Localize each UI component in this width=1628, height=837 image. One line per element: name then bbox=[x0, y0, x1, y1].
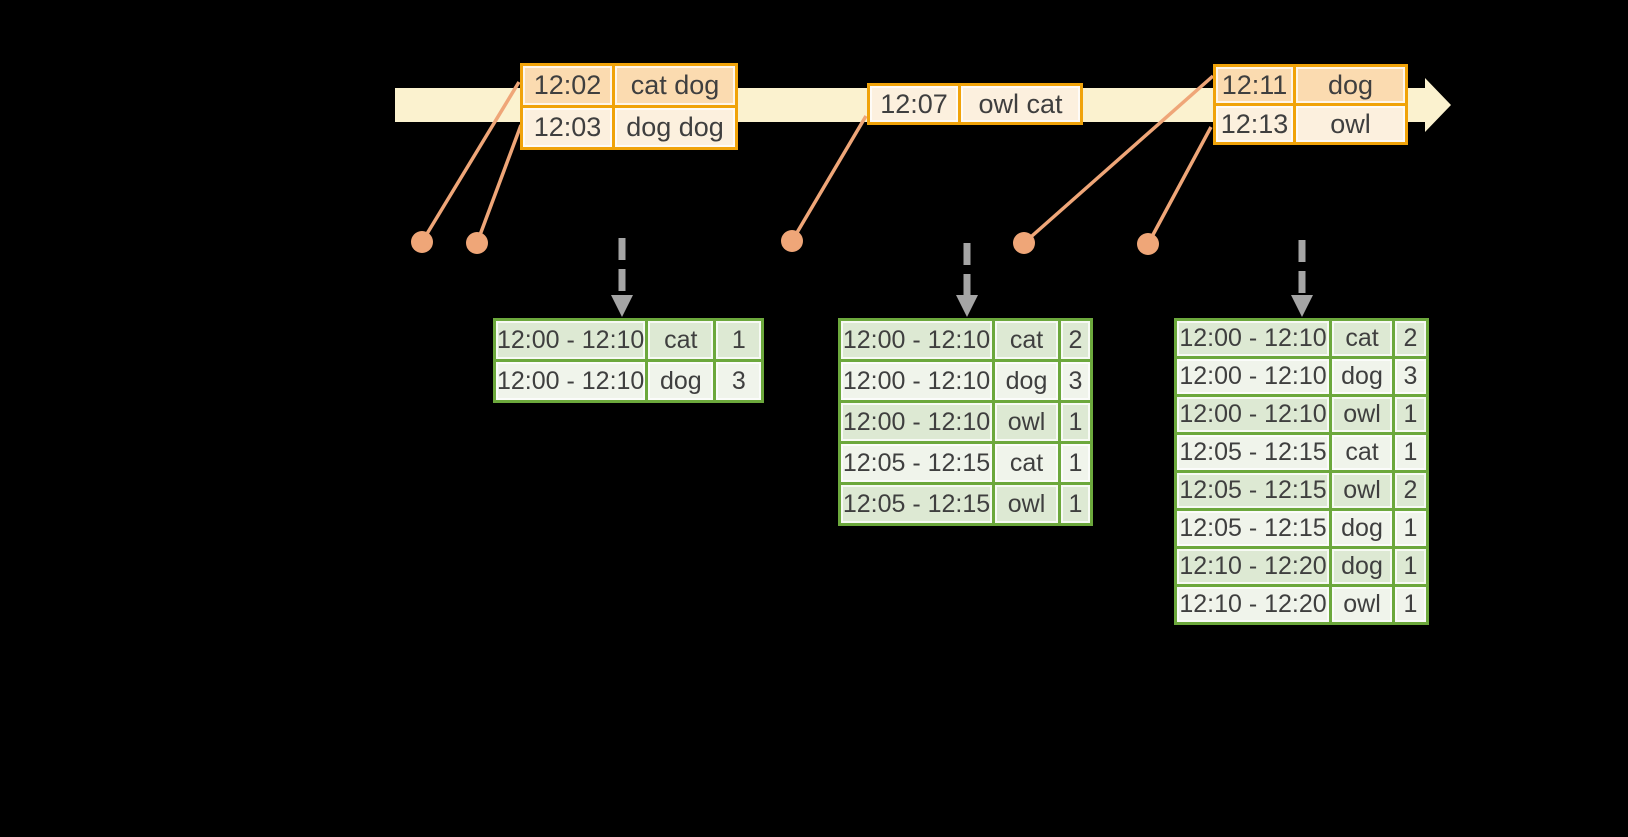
cell-window: 12:05 - 12:15 bbox=[1174, 508, 1332, 549]
cell-count: 1 bbox=[1392, 394, 1429, 435]
cell-count: 1 bbox=[1392, 584, 1429, 625]
cell-time: 12:07 bbox=[867, 83, 961, 125]
timeline-arrowhead-icon bbox=[1425, 78, 1451, 132]
cell-word: cat bbox=[1329, 318, 1395, 359]
cell-window: 12:00 - 12:10 bbox=[838, 318, 995, 362]
event-dot bbox=[1137, 233, 1159, 255]
event-connector-line bbox=[790, 115, 868, 242]
cell-count: 1 bbox=[1392, 432, 1429, 473]
trigger-arrow bbox=[611, 238, 633, 317]
cell-time: 12:02 bbox=[520, 63, 615, 108]
cell-word: dog bbox=[645, 359, 717, 403]
cell-window: 12:00 - 12:10 bbox=[838, 359, 995, 403]
event-connector-line bbox=[1146, 126, 1213, 245]
cell-count: 3 bbox=[713, 359, 765, 403]
cell-window: 12:00 - 12:10 bbox=[1174, 356, 1332, 397]
cell-word: owl bbox=[1329, 394, 1395, 435]
cell-time: 12:11 bbox=[1213, 64, 1296, 106]
cell-window: 12:05 - 12:15 bbox=[1174, 432, 1332, 473]
cell-window: 12:05 - 12:15 bbox=[1174, 470, 1332, 511]
cell-word: dog bbox=[992, 359, 1061, 403]
cell-window: 12:00 - 12:10 bbox=[1174, 394, 1332, 435]
cell-window: 12:00 - 12:10 bbox=[838, 400, 995, 444]
cell-window: 12:05 - 12:15 bbox=[838, 482, 995, 526]
arrow-down-icon bbox=[611, 295, 633, 317]
cell-time: 12:13 bbox=[1213, 103, 1296, 145]
event-dot bbox=[411, 231, 433, 253]
cell-word: dog bbox=[1329, 508, 1395, 549]
cell-word: owl bbox=[992, 400, 1061, 444]
cell-window: 12:10 - 12:20 bbox=[1174, 546, 1332, 587]
event-connector-line bbox=[420, 81, 521, 243]
cell-word: owl bbox=[992, 482, 1061, 526]
event-connector-line bbox=[475, 124, 523, 244]
cell-count: 2 bbox=[1392, 470, 1429, 511]
event-dot bbox=[781, 230, 803, 252]
cell-window: 12:00 - 12:10 bbox=[492, 359, 649, 403]
cell-time: 12:03 bbox=[520, 105, 615, 150]
arrow-down-icon bbox=[1291, 295, 1313, 317]
cell-count: 1 bbox=[1058, 441, 1093, 485]
cell-count: 3 bbox=[1058, 359, 1093, 403]
event-connector-line bbox=[1022, 74, 1215, 245]
cell-window: 12:10 - 12:20 bbox=[1174, 584, 1332, 625]
trigger-arrow bbox=[1291, 240, 1313, 317]
cell-word: owl bbox=[1329, 584, 1395, 625]
cell-count: 1 bbox=[1058, 400, 1093, 444]
cell-window: 12:05 - 12:15 bbox=[838, 441, 995, 485]
cell-count: 1 bbox=[1058, 482, 1093, 526]
cell-count: 2 bbox=[1058, 318, 1093, 362]
cell-words: dog bbox=[1293, 64, 1408, 106]
cell-count: 1 bbox=[1392, 508, 1429, 549]
trigger-arrow bbox=[956, 243, 978, 317]
cell-word: cat bbox=[992, 441, 1061, 485]
arrow-down-icon bbox=[956, 295, 978, 317]
cell-word: dog bbox=[1329, 356, 1395, 397]
cell-word: cat bbox=[645, 318, 717, 362]
cell-window: 12:00 - 12:10 bbox=[1174, 318, 1332, 359]
cell-word: owl bbox=[1329, 470, 1395, 511]
cell-count: 2 bbox=[1392, 318, 1429, 359]
cell-words: owl bbox=[1293, 103, 1408, 145]
event-dot bbox=[1013, 232, 1035, 254]
cell-word: cat bbox=[992, 318, 1061, 362]
cell-count: 3 bbox=[1392, 356, 1429, 397]
cell-count: 1 bbox=[1392, 546, 1429, 587]
cell-words: dog dog bbox=[612, 105, 738, 150]
event-dot bbox=[466, 232, 488, 254]
cell-window: 12:00 - 12:10 bbox=[492, 318, 649, 362]
cell-word: cat bbox=[1329, 432, 1395, 473]
cell-count: 1 bbox=[713, 318, 765, 362]
cell-words: owl cat bbox=[958, 83, 1083, 125]
cell-word: dog bbox=[1329, 546, 1395, 587]
cell-words: cat dog bbox=[612, 63, 738, 108]
